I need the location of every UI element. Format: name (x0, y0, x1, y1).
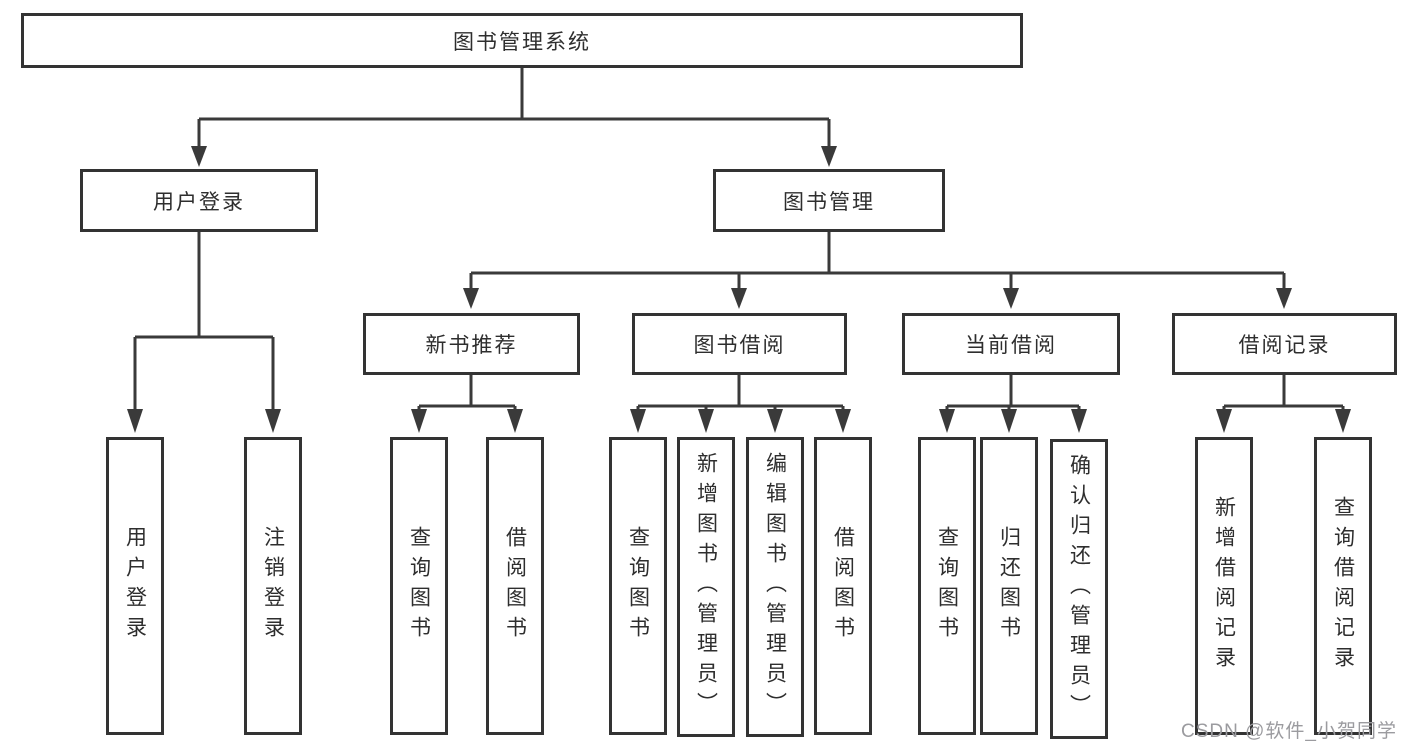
leaf-borrow-books-recommend: 借阅图书 (486, 437, 544, 735)
leaf-label: 查询图书 (407, 526, 431, 646)
leaf-label: 用户登录 (123, 526, 147, 646)
leaf-query-books-recommend: 查询图书 (390, 437, 448, 735)
leaf-logout: 注销登录 (244, 437, 302, 735)
node-book-borrowing: 图书借阅 (632, 313, 847, 375)
leaf-label: 查询图书 (935, 526, 959, 646)
leaf-label: 借阅图书 (503, 526, 527, 646)
leaf-label: 编辑图书（管理员） (763, 452, 787, 722)
leaf-add-books-admin: 新增图书（管理员） (677, 437, 735, 737)
node-current-borrowing: 当前借阅 (902, 313, 1120, 375)
leaf-add-borrow-record: 新增借阅记录 (1195, 437, 1253, 735)
leaf-label: 归还图书 (997, 526, 1021, 646)
leaf-borrow-books: 借阅图书 (814, 437, 872, 735)
leaf-confirm-return-admin: 确认归还（管理员） (1050, 439, 1108, 739)
leaf-label: 注销登录 (261, 526, 285, 646)
node-book-management: 图书管理 (713, 169, 945, 232)
leaf-user-login: 用户登录 (106, 437, 164, 735)
leaf-label: 查询图书 (626, 526, 650, 646)
node-root: 图书管理系统 (21, 13, 1023, 68)
leaf-label: 新增借阅记录 (1212, 496, 1236, 676)
node-new-book-recommend: 新书推荐 (363, 313, 580, 375)
leaf-query-borrow-record: 查询借阅记录 (1314, 437, 1372, 735)
node-user-login: 用户登录 (80, 169, 318, 232)
leaf-label: 借阅图书 (831, 526, 855, 646)
watermark: CSDN @软件_小贺同学 (1181, 721, 1397, 742)
leaf-query-books-borrowing: 查询图书 (609, 437, 667, 735)
leaf-label: 确认归还（管理员） (1067, 454, 1091, 724)
node-borrowing-records: 借阅记录 (1172, 313, 1397, 375)
leaf-label: 新增图书（管理员） (694, 452, 718, 722)
leaf-query-books-current: 查询图书 (918, 437, 976, 735)
leaf-label: 查询借阅记录 (1331, 496, 1355, 676)
leaf-return-books: 归还图书 (980, 437, 1038, 735)
leaf-edit-books-admin: 编辑图书（管理员） (746, 437, 804, 737)
